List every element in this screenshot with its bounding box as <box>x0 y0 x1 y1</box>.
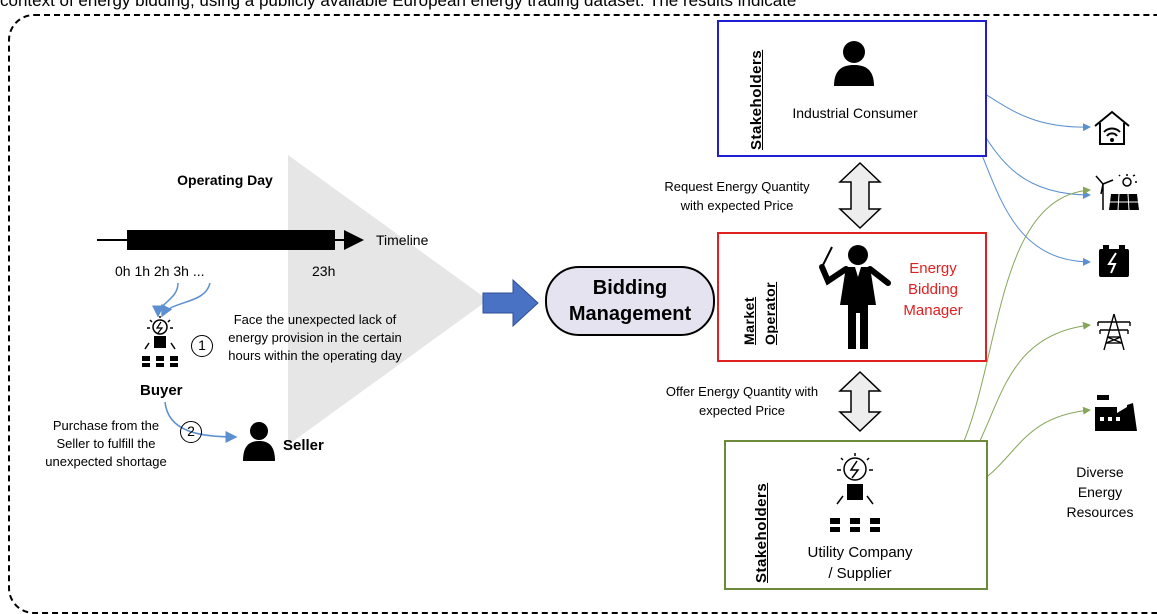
hours-to-buyer-arrow <box>152 282 179 318</box>
bidding-management-line1: Bidding <box>592 277 668 299</box>
step-2-text: Purchase from the Seller to fulfill the … <box>45 418 167 469</box>
power-plant-icon <box>1095 395 1137 431</box>
stakeholders-label: Stakeholders <box>748 49 765 150</box>
operator-label: Operator <box>762 281 778 345</box>
bidding-management-node: Bidding Management <box>545 266 715 336</box>
seller-person-icon <box>243 422 275 461</box>
market-label: Market <box>741 296 757 345</box>
buyer-label: Buyer <box>140 382 183 399</box>
buyer-icon <box>142 316 178 367</box>
offer-double-arrow <box>838 370 882 433</box>
energy-bidding-manager-label: Energy Bidding Manager <box>903 260 963 319</box>
utility-supplier-box <box>724 440 988 590</box>
utility-company-line1: Utility Company <box>807 544 913 561</box>
seller-label: Seller <box>283 437 324 454</box>
hours-to-buyer-arrow <box>161 282 211 318</box>
battery-icon <box>1099 245 1129 277</box>
smart-home-icon <box>1094 110 1130 145</box>
utility-company-label: Utility Company / Supplier <box>790 542 930 584</box>
step-1-marker: 1 <box>191 335 213 357</box>
utility-company-line2: / Supplier <box>828 565 892 582</box>
timeline-label: Timeline <box>376 232 429 248</box>
funnel-shape <box>288 155 488 445</box>
diagram-canvas <box>97 57 1091 515</box>
request-energy-text: Request Energy Quantity with expected Pr… <box>664 179 810 213</box>
request-double-arrow <box>838 161 882 230</box>
step-2-marker: 2 <box>180 421 202 443</box>
operating-day-title: Operating Day <box>177 172 273 188</box>
caption-text-fragment: context of energy bidding, using a publi… <box>0 0 797 10</box>
timeline-bar <box>127 230 335 250</box>
offer-energy-text: Offer Energy Quantity with expected Pric… <box>665 384 819 418</box>
transmission-tower-icon <box>1097 313 1131 351</box>
conductor-manager-icon <box>819 245 891 349</box>
diverse-energy-resources-label: Diverse Energy Resources <box>1066 464 1134 520</box>
utility-company-icon <box>830 453 880 532</box>
timeline-hours-start: 0h 1h 2h 3h ... <box>115 263 205 279</box>
industrial-consumer-label: Industrial Consumer <box>792 105 918 121</box>
stakeholders-label: Stakeholders <box>753 482 770 583</box>
big-blue-arrow <box>482 278 539 328</box>
wind-solar-icon <box>1095 174 1139 211</box>
bidding-management-line2: Management <box>568 303 692 325</box>
timeline-hour-end: 23h <box>312 263 336 279</box>
consumer-person-icon <box>834 41 874 86</box>
step-1-text: Face the unexpected lack of energy provi… <box>228 312 402 363</box>
